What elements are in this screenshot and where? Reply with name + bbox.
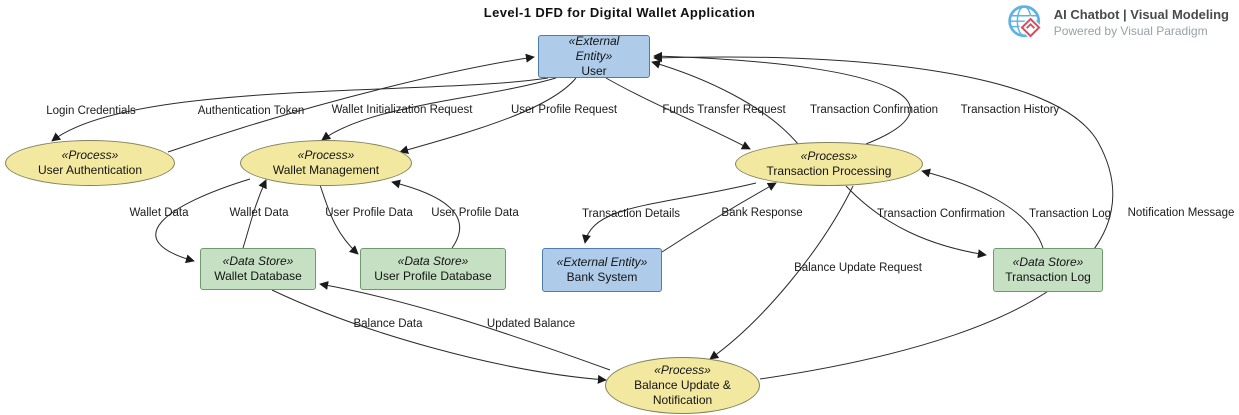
flow-label-wallet-initialization-request[interactable]: Wallet Initialization Request [331, 104, 473, 116]
flow-wallet-data-read-arrow[interactable] [242, 179, 267, 249]
flow-wallet-init-arrow[interactable] [321, 77, 557, 141]
flow-login-arrow[interactable] [51, 77, 549, 142]
node-wallet-database[interactable]: «Data Store» Wallet Database [200, 248, 316, 290]
flow-notification-message-arrow[interactable] [653, 53, 1114, 380]
node-user-authentication-name: User Authentication [37, 163, 143, 177]
flow-label-wallet-data-read[interactable]: Wallet Data [229, 207, 289, 219]
branding-name: AI Chatbot | Visual Modeling [1053, 6, 1229, 22]
flow-updated-balance-arrow[interactable] [319, 281, 611, 371]
flow-label-notification-message[interactable]: Notification Message [1127, 207, 1235, 219]
flow-label-updated-balance[interactable]: Updated Balance [486, 318, 576, 330]
flow-label-transaction-confirmation-user[interactable]: Transaction Confirmation [809, 104, 939, 116]
node-balance-update-notification-stereotype: «Process» [654, 363, 711, 377]
flow-transaction-confirmation-log-arrow[interactable] [845, 185, 987, 259]
flow-label-user-profile-request[interactable]: User Profile Request [510, 104, 618, 116]
node-transaction-processing-stereotype: «Process» [800, 149, 858, 163]
node-user-authentication-stereotype: «Process» [61, 148, 119, 162]
flow-label-authentication-token[interactable]: Authentication Token [197, 105, 305, 117]
flow-label-balance-data[interactable]: Balance Data [353, 318, 423, 330]
flow-transaction-details-arrow[interactable] [582, 182, 757, 244]
node-user[interactable]: «External Entity» User [538, 34, 650, 78]
node-wallet-database-name: Wallet Database [214, 269, 302, 283]
flow-label-transaction-history[interactable]: Transaction History [960, 104, 1060, 116]
node-balance-update-notification[interactable]: «Process» Balance Update & Notification [605, 357, 760, 414]
flow-transaction-log-arrow[interactable] [921, 168, 1044, 249]
flow-label-transaction-details[interactable]: Transaction Details [581, 208, 681, 220]
node-transaction-processing-name: Transaction Processing [766, 164, 892, 178]
visual-paradigm-branding: AI Chatbot | Visual Modeling Powered by … [1006, 3, 1229, 43]
flow-transaction-history-arrow[interactable] [653, 51, 911, 145]
flow-label-user-profile-data-write[interactable]: User Profile Data [325, 207, 413, 219]
flow-wallet-data-write-arrow[interactable] [155, 178, 251, 264]
diagram-title: Level-1 DFD for Digital Wallet Applicati… [483, 5, 756, 20]
node-balance-update-notification-name: Balance Update & Notification [634, 378, 731, 407]
flow-label-balance-update-request[interactable]: Balance Update Request [794, 262, 922, 274]
node-user-profile-database[interactable]: «Data Store» User Profile Database [360, 248, 506, 290]
node-wallet-management[interactable]: «Process» Wallet Management [240, 140, 412, 186]
flow-user-profile-data-read-arrow[interactable] [391, 179, 460, 249]
flow-balance-data-arrow[interactable] [271, 289, 607, 384]
node-user-profile-database-stereotype: «Data Store» [397, 254, 469, 268]
node-wallet-management-stereotype: «Process» [297, 148, 355, 162]
flow-auth-token-arrow[interactable] [167, 53, 535, 153]
flow-label-transaction-confirmation-log[interactable]: Transaction Confirmation [876, 208, 1006, 220]
flow-bank-response-arrow[interactable] [661, 182, 777, 253]
flow-balance-update-request-arrow[interactable] [709, 185, 854, 360]
flow-label-transaction-log[interactable]: Transaction Log [1028, 208, 1112, 220]
visual-paradigm-logo [1007, 5, 1043, 40]
flow-user-profile-request-arrow[interactable] [399, 77, 577, 155]
flow-funds-transfer-arrow[interactable] [605, 77, 751, 150]
node-transaction-log[interactable]: «Data Store» Transaction Log [993, 248, 1103, 292]
flow-transaction-confirmation-user-arrow[interactable] [651, 59, 799, 145]
node-bank-system-stereotype: «External Entity» [556, 255, 648, 269]
node-user-authentication[interactable]: «Process» User Authentication [5, 140, 175, 186]
node-bank-system[interactable]: «External Entity» Bank System [542, 248, 662, 292]
flow-label-user-profile-data-read[interactable]: User Profile Data [431, 207, 519, 219]
vp-diamond-icon [1018, 15, 1043, 40]
node-bank-system-name: Bank System [566, 270, 638, 284]
flow-label-bank-response[interactable]: Bank Response [721, 207, 803, 219]
flow-label-funds-transfer-request[interactable]: Funds Transfer Request [662, 104, 786, 116]
node-transaction-log-stereotype: «Data Store» [1012, 255, 1084, 269]
node-user-profile-database-name: User Profile Database [374, 269, 492, 283]
node-wallet-database-stereotype: «Data Store» [222, 254, 294, 268]
node-transaction-processing[interactable]: «Process» Transaction Processing [735, 142, 923, 186]
flow-user-profile-data-write-arrow[interactable] [319, 184, 359, 255]
node-user-name: User [581, 64, 607, 78]
flow-label-login-credentials[interactable]: Login Credentials [46, 105, 136, 117]
flow-label-wallet-data-write[interactable]: Wallet Data [129, 207, 189, 219]
node-wallet-management-name: Wallet Management [272, 163, 380, 177]
node-user-stereotype: «External Entity» [568, 34, 620, 63]
branding-tagline: Powered by Visual Paradigm [1053, 23, 1208, 38]
node-transaction-log-name: Transaction Log [1005, 270, 1091, 284]
